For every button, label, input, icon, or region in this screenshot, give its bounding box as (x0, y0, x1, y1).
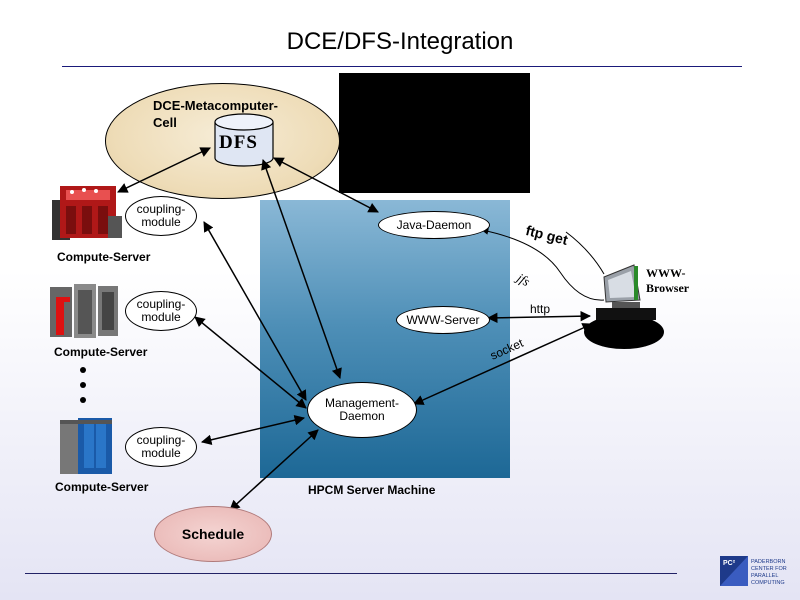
www-browser-label: WWW- Browser (646, 266, 690, 295)
svg-text:CENTER FOR: CENTER FOR (751, 566, 787, 572)
www-server: WWW-Server (396, 306, 490, 334)
page-title: DCE/DFS-Integration (286, 28, 514, 55)
svg-text:PADERBORN: PADERBORN (751, 559, 785, 565)
dce-cell-label: DCE-Metacomputer- Cell (153, 98, 278, 130)
coupling-module-2: coupling- module (125, 291, 197, 331)
java-daemon: Java-Daemon (378, 211, 490, 239)
coupling-module-1: coupling- module (125, 196, 197, 236)
hpcm-caption: HPCM Server Machine (308, 483, 436, 497)
connection-arrows (117, 147, 605, 511)
svg-text:PC²: PC² (723, 560, 736, 567)
schedule-node: Schedule (154, 506, 272, 562)
svg-text:COMPUTING: COMPUTING (751, 580, 785, 586)
compute-server-1-label: Compute-Server (57, 250, 151, 264)
compute-server-1-icon (52, 186, 122, 240)
svg-text:PARALLEL: PARALLEL (751, 573, 778, 579)
compute-server-2-label: Compute-Server (54, 345, 148, 359)
title-divider (62, 66, 742, 67)
pc2-logo: PC² PADERBORN CENTER FOR PARALLEL COMPUT… (720, 556, 792, 586)
management-daemon: Management- Daemon (307, 382, 417, 438)
http-label: http (530, 302, 551, 316)
more-servers-dots (80, 367, 86, 403)
compute-server-3-icon (60, 418, 112, 474)
compute-server-3-label: Compute-Server (55, 480, 149, 494)
compute-server-2-icon (50, 284, 118, 338)
dfs-label: DFS (219, 132, 258, 153)
footer-divider (25, 573, 677, 574)
www-browser-workstation-icon (584, 264, 664, 349)
pc2-logo-graphic: PC² PADERBORN CENTER FOR PARALLEL COMPUT… (720, 556, 787, 586)
coupling-module-3: coupling- module (125, 427, 197, 467)
dfs-cylinder-icon (214, 113, 274, 167)
